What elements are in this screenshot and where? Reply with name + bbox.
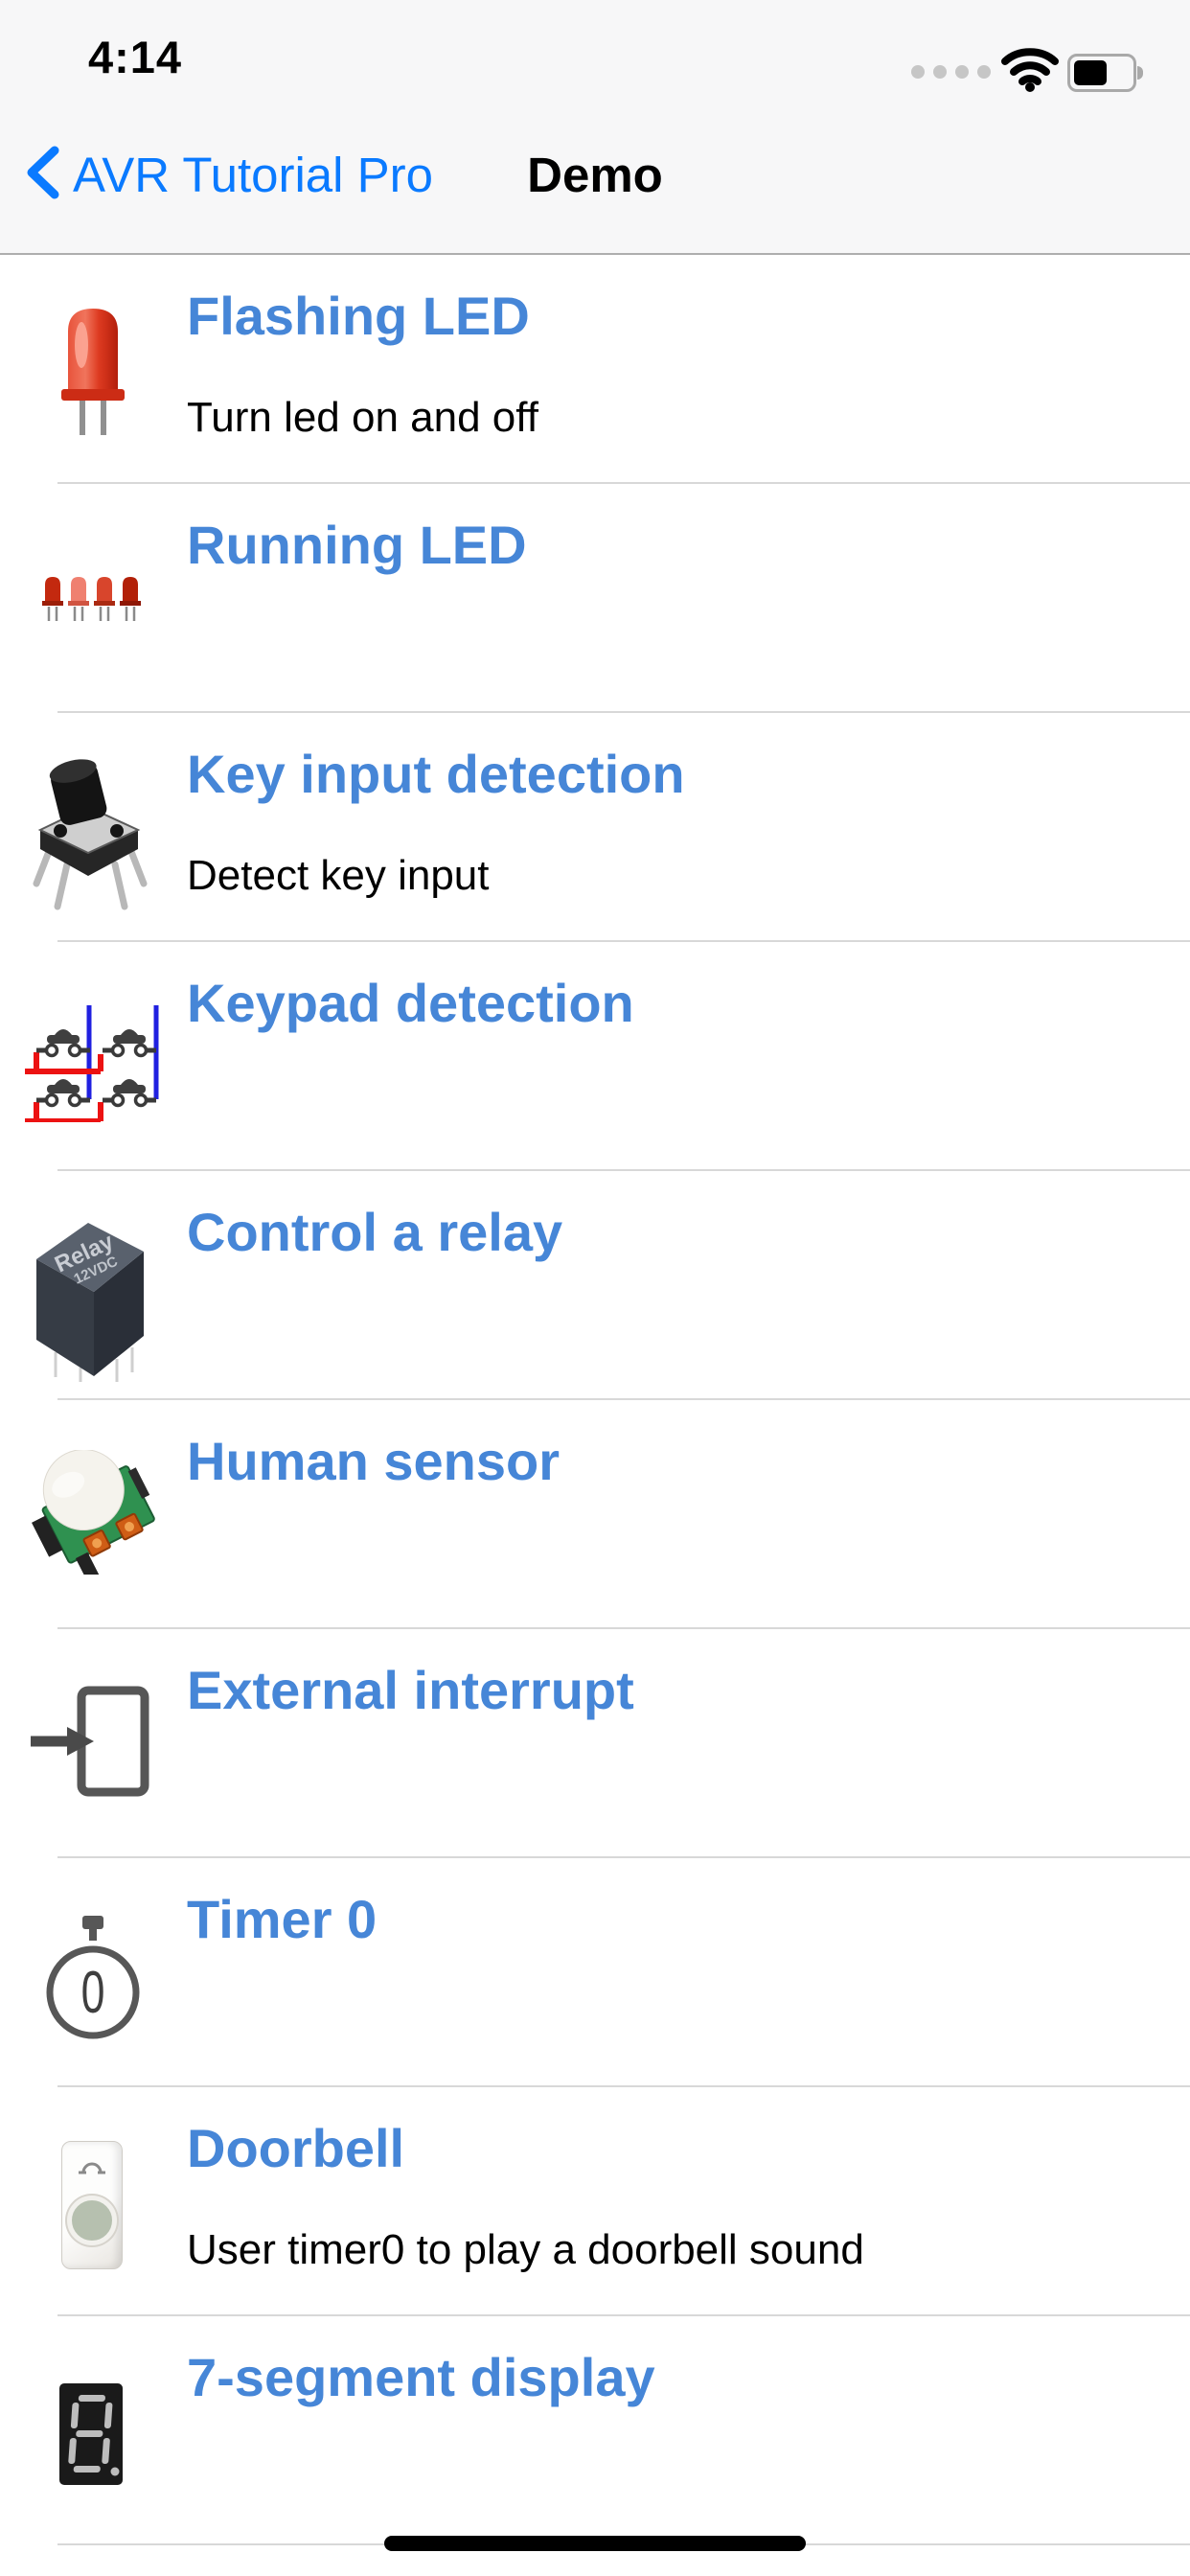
item-subtitle xyxy=(187,622,1152,672)
item-subtitle: User timer0 to play a doorbell sound xyxy=(187,2226,864,2273)
item-subtitle xyxy=(187,1767,1152,1817)
list-item-control-a-relay[interactable]: Relay 12VDC Control a relay xyxy=(0,1171,1190,1400)
red-led-icon xyxy=(61,305,125,437)
item-title: Running LED xyxy=(187,515,527,575)
battery-icon xyxy=(1067,54,1143,92)
demo-list: Flashing LED Turn led on and off xyxy=(0,255,1190,2545)
item-title: Timer 0 xyxy=(187,1889,378,1949)
seven-segment-icon xyxy=(59,2383,123,2485)
push-button-icon xyxy=(29,757,151,918)
item-title: Keypad detection xyxy=(187,973,634,1033)
item-subtitle xyxy=(187,1996,1152,2046)
bell-icon xyxy=(78,2157,106,2183)
led-row-icon xyxy=(42,575,142,625)
keypad-matrix-icon xyxy=(23,1001,159,1124)
list-item-human-sensor[interactable]: Human sensor xyxy=(0,1400,1190,1629)
navigation-bar: AVR Tutorial Pro Demo xyxy=(0,96,1190,253)
cellular-signal-dots-icon xyxy=(911,65,991,79)
item-subtitle xyxy=(187,1080,1152,1130)
doorbell-button xyxy=(67,2196,117,2245)
wifi-icon xyxy=(1000,46,1060,97)
item-title: 7-segment display xyxy=(187,2347,655,2407)
item-title: Key input detection xyxy=(187,744,685,804)
list-item-flashing-led[interactable]: Flashing LED Turn led on and off xyxy=(0,255,1190,484)
item-title: External interrupt xyxy=(187,1660,634,1720)
back-button-label: AVR Tutorial Pro xyxy=(73,147,434,202)
list-item-key-input-detection[interactable]: Key input detection Detect key input xyxy=(0,713,1190,942)
item-subtitle xyxy=(187,1538,1152,1588)
item-subtitle xyxy=(187,1309,1152,1359)
external-interrupt-icon xyxy=(27,1685,151,1804)
status-bar: 4:14 xyxy=(0,0,1190,96)
doorbell-icon xyxy=(61,2141,123,2269)
chevron-left-icon xyxy=(25,146,59,204)
item-subtitle: Turn led on and off xyxy=(187,394,538,441)
pir-sensor-icon xyxy=(27,1449,165,1581)
back-button[interactable]: AVR Tutorial Pro xyxy=(25,96,433,253)
stopwatch-icon: 0 xyxy=(44,1914,142,2042)
item-title: Doorbell xyxy=(187,2118,405,2178)
status-time: 4:14 xyxy=(88,32,183,82)
relay-icon: Relay 12VDC xyxy=(33,1213,148,1382)
item-title: Flashing LED xyxy=(187,286,530,346)
home-indicator[interactable] xyxy=(384,2536,806,2551)
list-item-keypad-detection[interactable]: Keypad detection xyxy=(0,942,1190,1171)
item-subtitle xyxy=(187,2454,1152,2504)
list-item-running-led[interactable]: Running LED xyxy=(0,484,1190,713)
list-item-doorbell[interactable]: Doorbell User timer0 to play a doorbell … xyxy=(0,2087,1190,2316)
stopwatch-digit: 0 xyxy=(81,1960,105,2026)
item-title: Human sensor xyxy=(187,1431,560,1491)
top-chrome: 4:14 AVR Tutorial Pro Demo xyxy=(0,0,1190,255)
battery-fill xyxy=(1074,60,1107,85)
list-item-7-segment-display[interactable]: 7-segment display xyxy=(0,2316,1190,2545)
item-title: Control a relay xyxy=(187,1202,563,1262)
list-item-external-interrupt[interactable]: External interrupt xyxy=(0,1629,1190,1858)
list-item-timer-0[interactable]: 0 Timer 0 xyxy=(0,1858,1190,2087)
battery-cap xyxy=(1137,66,1143,80)
item-subtitle: Detect key input xyxy=(187,852,490,899)
